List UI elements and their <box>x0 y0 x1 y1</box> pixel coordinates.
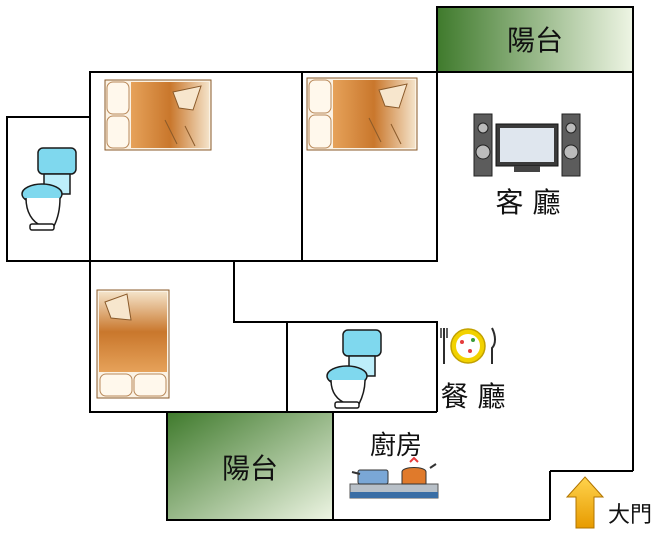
stove-icon <box>349 456 439 499</box>
main-door-label: 大門 <box>608 503 652 528</box>
balcony-top-label: 陽台 <box>507 24 563 57</box>
balcony-top: 陽台 <box>436 6 634 73</box>
walls <box>6 71 634 521</box>
arrow-up-icon <box>565 476 605 529</box>
toilet-icon <box>326 329 382 409</box>
dining-room-label: 餐 廳 <box>441 380 506 413</box>
balcony-bottom: 陽台 <box>166 411 334 521</box>
living-room-label: 客 廳 <box>496 186 561 219</box>
bed-icon <box>104 79 212 151</box>
kitchen-label: 廚房 <box>370 431 422 461</box>
balcony-bottom-label: 陽台 <box>222 452 278 485</box>
plate-cutlery-icon <box>440 327 496 364</box>
toilet-icon <box>21 147 77 231</box>
bed-icon <box>96 289 170 399</box>
tv-speaker-icon <box>473 113 581 177</box>
bed-icon <box>306 77 418 151</box>
